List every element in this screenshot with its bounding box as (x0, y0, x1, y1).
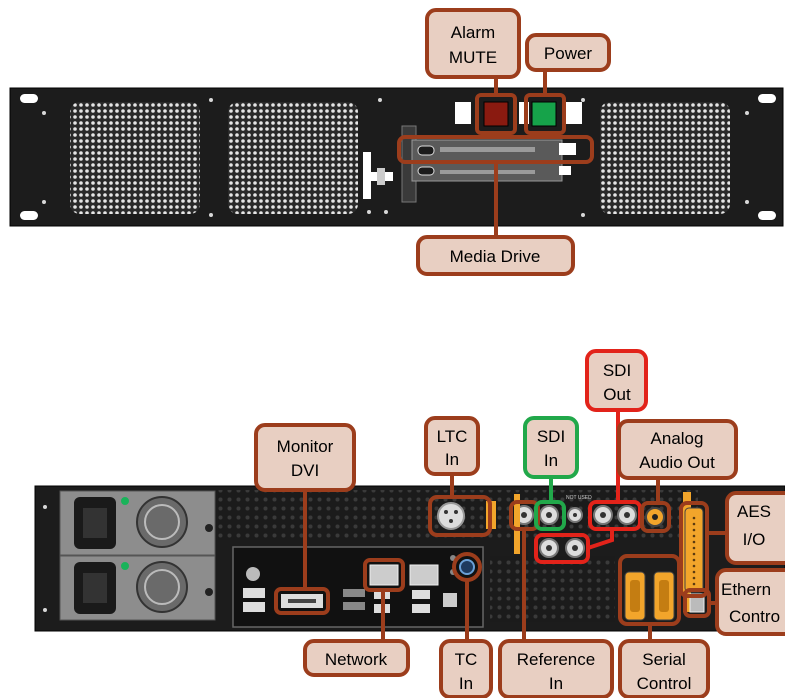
monitor-dvi-callout: Monitor DVI (254, 423, 356, 492)
aes-db25-connector[interactable] (684, 507, 704, 593)
ltc-in-callout: LTC In (424, 416, 480, 476)
rear-panel: NOT USED (34, 485, 785, 632)
usb-ports-left (243, 588, 265, 598)
tc-in-label-line2: In (459, 674, 473, 693)
not-used-text: NOT USED (566, 495, 592, 501)
tc-in-callout: TC In (439, 639, 493, 698)
monitor-dvi-label-line2: DVI (291, 461, 319, 480)
aes-io-label-line2: I/O (743, 530, 766, 549)
monitor-dvi-label-line1: Monitor (277, 437, 334, 456)
ethernet-control-label-line2: Contro (729, 607, 780, 626)
alarm-mute-callout: Alarm MUTE (425, 8, 521, 79)
sdi-out-label-line2: Out (603, 385, 631, 404)
aes-io-label-line1: AES (737, 502, 771, 521)
sdi-in-label-line1: SDI (537, 427, 565, 446)
reference-in-label-line2: In (549, 674, 563, 693)
serial-control-label-line1: Serial (642, 650, 685, 669)
sdi-out-callout: SDI Out (585, 349, 648, 412)
rear-vent-bottom (490, 556, 615, 622)
front-vent-left (70, 102, 200, 214)
alarm-mute-button[interactable] (483, 101, 509, 127)
serial-control-label-line2: Control (637, 674, 692, 693)
power-callout: Power (525, 33, 611, 72)
reference-in-callout: Reference In (498, 639, 614, 698)
rj45-network (369, 564, 399, 586)
sdi-in-label-line2: In (544, 451, 558, 470)
ethernet-control-callout: Ethern Contro (715, 568, 785, 636)
tc-in-label-line1: TC (455, 650, 478, 669)
ps2-port (246, 567, 260, 581)
power-button[interactable] (531, 101, 557, 127)
tc-in-connector[interactable] (459, 559, 475, 575)
network-callout: Network (303, 639, 410, 677)
alarm-mute-label-line1: Alarm (451, 23, 495, 42)
power-supply-bottom (59, 555, 216, 621)
motherboard-io (232, 546, 484, 628)
media-drive-label: Media Drive (450, 247, 541, 266)
analog-audio-out-label-line1: Analog (651, 429, 704, 448)
rj45-second (409, 564, 439, 586)
front-vent-right (600, 102, 730, 214)
media-drive-callout: Media Drive (416, 235, 575, 276)
ltc-in-label-line2: In (445, 450, 459, 469)
ltc-in-label-line1: LTC (437, 427, 468, 446)
analog-audio-out-callout: Analog Audio Out (617, 419, 738, 480)
sdi-out-label-line1: SDI (603, 361, 631, 380)
sdi-in-callout: SDI In (523, 416, 579, 479)
rack-ear-slot (758, 94, 776, 103)
alarm-mute-label-line2: MUTE (449, 48, 497, 67)
serial-control-callout: Serial Control (618, 639, 710, 698)
rack-ear-slot (20, 94, 38, 103)
aes-io-callout: AES I/O (725, 491, 785, 565)
ltc-xlr-connector[interactable] (437, 502, 465, 530)
network-label: Network (325, 650, 388, 669)
ethernet-control-label-line1: Ethern (721, 580, 771, 599)
analog-audio-out-label-line2: Audio Out (639, 453, 715, 472)
front-vent-center (228, 102, 358, 214)
rack-ear-slot (20, 211, 38, 220)
front-panel (9, 87, 784, 227)
rack-ear-slot (758, 211, 776, 220)
reference-in-label-line1: Reference (517, 650, 595, 669)
front-screws (42, 98, 749, 217)
power-label: Power (544, 44, 593, 63)
power-supply-top (59, 490, 216, 556)
